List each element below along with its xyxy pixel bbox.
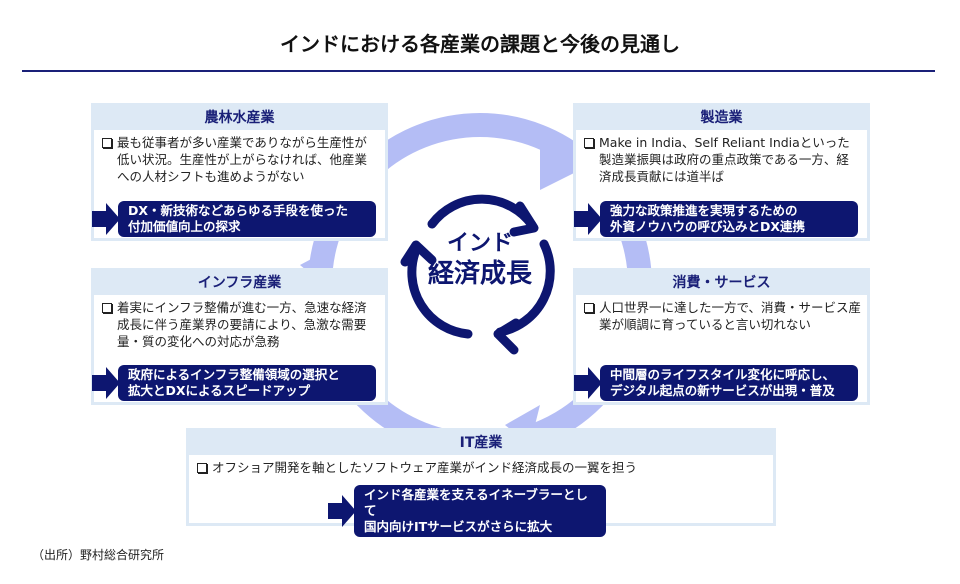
ring-arrowhead-icon [540, 142, 580, 190]
sector-title: インフラ産業 [94, 271, 385, 295]
sector-card-agriculture: 農林水産業 最も従事者が多い産業でありながら生産性が低い状況。生産性が上がらなけ… [91, 103, 388, 241]
sector-title: 農林水産業 [94, 106, 385, 130]
checkbox-bullet-icon [102, 303, 112, 313]
checkbox-bullet-icon [197, 463, 207, 473]
title-divider [22, 70, 935, 72]
sector-card-infrastructure: インフラ産業 着実にインフラ整備が進む一方、急速な経済成長に伴う産業界の要請によ… [91, 268, 388, 405]
outlook-line: 拡大とDXによるスピードアップ [128, 383, 311, 398]
sector-title: 消費・サービス [576, 271, 867, 295]
arrow-right-icon [574, 367, 602, 399]
sector-issue: 着実にインフラ整備が進む一方、急速な経済成長に伴う産業界の要請により、急激な需要… [117, 300, 367, 349]
outlook-line: 政府によるインフラ整備領域の選択と [128, 367, 340, 382]
arrow-right-icon [574, 203, 602, 235]
arrow-right-icon [92, 367, 120, 399]
checkbox-bullet-icon [102, 138, 112, 148]
checkbox-bullet-icon [584, 303, 594, 313]
sector-outlook: 政府によるインフラ整備領域の選択と拡大とDXによるスピードアップ [92, 365, 376, 401]
sector-issue: オフショア開発を軸としたソフトウェア産業がインド経済成長の一翼を担う [212, 460, 638, 475]
sector-title: IT産業 [189, 431, 773, 455]
source-note: （出所）野村総合研究所 [32, 548, 165, 562]
sector-card-it: IT産業 オフショア開発を軸としたソフトウェア産業がインド経済成長の一翼を担う … [186, 428, 776, 537]
center-label-line2: 経済成長 [427, 259, 532, 289]
sector-outlook: DX・新技術などあらゆる手段を使った付加価値向上の探求 [92, 201, 376, 237]
page-title: インドにおける各産業の課題と今後の見通し [280, 32, 680, 56]
center-label-line1: インド [446, 231, 513, 256]
sector-outlook: 強力な政策推進を実現するための外資ノウハウの呼び込みとDX連携 [574, 201, 858, 237]
sector-card-consumer-services: 消費・サービス 人口世界一に達した一方で、消費・サービス産業が順調に育っていると… [573, 268, 870, 405]
outlook-line: 外資ノウハウの呼び込みとDX連携 [610, 219, 806, 234]
checkbox-bullet-icon [584, 138, 594, 148]
outlook-line: 中間層のライフスタイル変化に呼応し、 [610, 367, 836, 382]
sector-title: 製造業 [576, 106, 867, 130]
center-label: インド 経済成長 [420, 230, 540, 290]
outlook-line: DX・新技術などあらゆる手段を使った [128, 203, 349, 218]
sector-issue: Make in India、Self Reliant Indiaといった製造業振… [599, 135, 850, 184]
arrow-right-icon [328, 495, 356, 527]
sector-issue: 最も従事者が多い産業でありながら生産性が低い状況。生産性が上がらなければ、他産業… [117, 135, 368, 184]
sector-card-manufacturing: 製造業 Make in India、Self Reliant Indiaといった… [573, 103, 870, 241]
outlook-line: デジタル起点の新サービスが出現・普及 [610, 383, 835, 398]
sector-outlook: 中間層のライフスタイル変化に呼応し、デジタル起点の新サービスが出現・普及 [574, 365, 858, 401]
sector-issue: 人口世界一に達した一方で、消費・サービス産業が順調に育っていると言い切れない [599, 300, 862, 332]
outlook-line: 強力な政策推進を実現するための [610, 203, 798, 218]
outlook-line: インド各産業を支えるイネーブラーとして [364, 487, 588, 518]
arrow-right-icon [92, 203, 120, 235]
outlook-line: 国内向けITサービスがさらに拡大 [364, 519, 553, 534]
sector-outlook: インド各産業を支えるイネーブラーとして国内向けITサービスがさらに拡大 [328, 485, 606, 537]
outlook-line: 付加価値向上の探求 [128, 219, 241, 234]
